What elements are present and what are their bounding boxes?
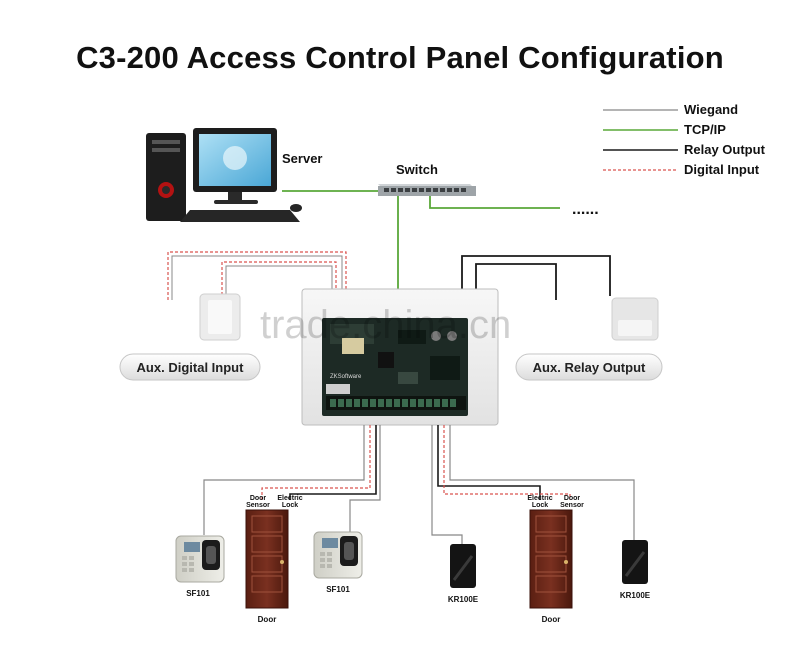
legend-label-wiegand: Wiegand xyxy=(684,102,738,117)
c3-200-control-panel: ZKSoftware xyxy=(301,288,499,426)
sf101-right-label: SF101 xyxy=(326,585,350,594)
tcpip-wiring xyxy=(282,190,560,290)
page-title: C3-200 Access Control Panel Configuratio… xyxy=(76,40,724,75)
aux-input-wiring-grey xyxy=(171,255,343,300)
switch-label: Switch xyxy=(396,162,438,177)
aux-input-wiring xyxy=(167,251,347,300)
legend: Wiegand TCP/IP Relay Output Digital Inpu… xyxy=(603,102,766,177)
lower-wiring-right xyxy=(431,425,635,545)
kr100e-right-label: KR100E xyxy=(620,591,651,600)
legend-label-tcpip: TCP/IP xyxy=(684,122,726,137)
aux-relay-output-pill: Aux. Relay Output xyxy=(515,353,663,381)
server-label: Server xyxy=(282,151,322,166)
mouse xyxy=(290,204,302,212)
aux-digital-input-pill: Aux. Digital Input xyxy=(119,353,261,381)
sf101-reader-left xyxy=(175,535,225,583)
sf101-reader-right xyxy=(313,531,363,579)
sf101-left-label: SF101 xyxy=(186,589,210,598)
legend-label-digital: Digital Input xyxy=(684,162,760,177)
keyboard xyxy=(180,210,300,222)
aux-relay-output-label: Aux. Relay Output xyxy=(533,360,646,375)
kr100e-reader-left xyxy=(450,544,476,588)
aux-relay-wiring xyxy=(461,255,611,300)
server-computer xyxy=(146,128,302,222)
door-left xyxy=(245,509,289,609)
door-right xyxy=(529,509,573,609)
board-brand: ZKSoftware xyxy=(330,374,362,380)
legend-label-relay: Relay Output xyxy=(684,142,766,157)
lower-wiring-left xyxy=(203,425,381,535)
aux-digital-input-label: Aux. Digital Input xyxy=(137,360,245,375)
pc-tower xyxy=(146,133,186,221)
network-continuation: ...... xyxy=(572,201,599,218)
aux-digital-input-sensor xyxy=(199,293,241,341)
watermark: trade.china.cn xyxy=(260,303,511,347)
kr100e-reader-right xyxy=(622,540,648,584)
door-left-label: Door xyxy=(258,615,277,624)
kr100e-left-label: KR100E xyxy=(448,595,479,604)
door-right-label: Door xyxy=(542,615,561,624)
aux-relay-output-device xyxy=(611,297,659,341)
network-switch: Switch xyxy=(378,162,476,196)
